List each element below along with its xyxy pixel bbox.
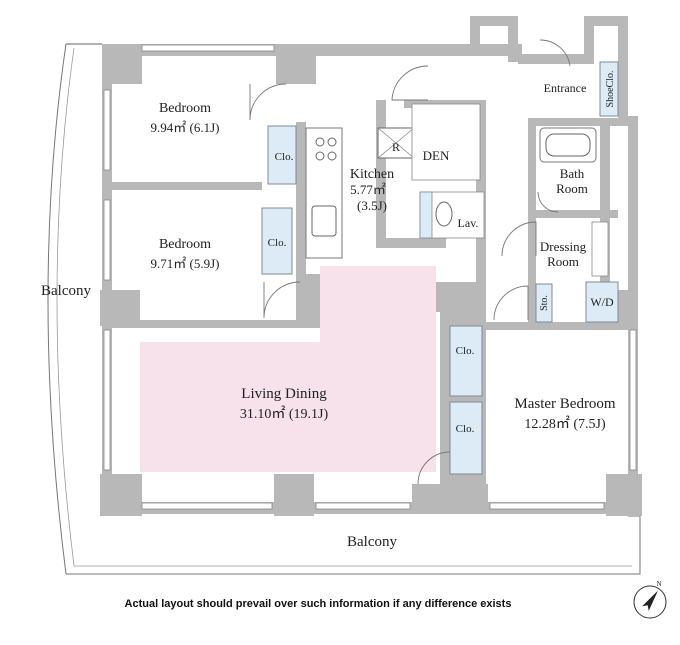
- compass-icon: N: [633, 580, 667, 619]
- master-bedroom-name: Master Bedroom: [514, 396, 616, 412]
- lavatory-label: Lav.: [458, 216, 479, 230]
- den-label: DEN: [423, 148, 450, 163]
- closet-label-2: Clo.: [268, 237, 287, 249]
- closet-bedroom2: [261, 207, 293, 275]
- bath-label-line1: Bath: [560, 166, 585, 181]
- dressing-shelf: [591, 221, 609, 277]
- bedroom1-name: Bedroom: [159, 101, 211, 116]
- living-dining-name: Living Dining: [241, 386, 327, 402]
- shoe-closet-box: [599, 61, 619, 117]
- kitchen-counter: [305, 127, 415, 259]
- balcony-inner-line: [56, 47, 632, 567]
- disclaimer-note: Actual layout should prevail over such i…: [125, 598, 512, 610]
- balcony-outline: [47, 43, 641, 575]
- refrigerator-label: R: [392, 140, 400, 154]
- shoe-closet-label: ShoeClo.: [605, 71, 616, 108]
- balcony-south-label: Balcony: [347, 534, 397, 550]
- bedroom2-area: 9.71㎡ (5.9J): [151, 256, 220, 271]
- closet-label-4: Clo.: [456, 423, 475, 435]
- dressing-label-line2: Room: [547, 254, 579, 269]
- kitchen-area-j: (3.5J): [357, 198, 387, 213]
- closet-master-lower: [449, 401, 483, 475]
- storage-box: [535, 283, 553, 323]
- dressing-label-line1: Dressing: [540, 239, 587, 254]
- den-box: [411, 103, 481, 181]
- bath-label-line2: Room: [556, 181, 588, 196]
- balcony-west-label: Balcony: [41, 283, 91, 299]
- storage-label: Sto.: [539, 295, 550, 311]
- closet-master-upper: [449, 325, 483, 397]
- master-bedroom-area: 12.28㎡ (7.5J): [524, 416, 606, 432]
- kitchen-area: 5.77㎡: [350, 182, 386, 197]
- washer-box: [585, 281, 619, 323]
- bedroom2-name: Bedroom: [159, 237, 211, 252]
- living-dining-highlight: [140, 266, 436, 472]
- washer-label: W/D: [590, 295, 614, 309]
- bedroom1-area: 9.94㎡ (6.1J): [151, 120, 220, 135]
- windows: [103, 44, 637, 510]
- closet-bedroom1: [267, 125, 297, 185]
- compass-north-label: N: [656, 580, 661, 588]
- door-swings: [249, 39, 571, 485]
- living-dining-area: 31.10㎡ (19.1J): [240, 406, 329, 422]
- bathtub: [539, 127, 597, 163]
- entrance-label: Entrance: [544, 81, 587, 95]
- kitchen-name: Kitchen: [350, 167, 394, 182]
- closet-label-3: Clo.: [456, 345, 475, 357]
- closet-label-1: Clo.: [275, 151, 294, 163]
